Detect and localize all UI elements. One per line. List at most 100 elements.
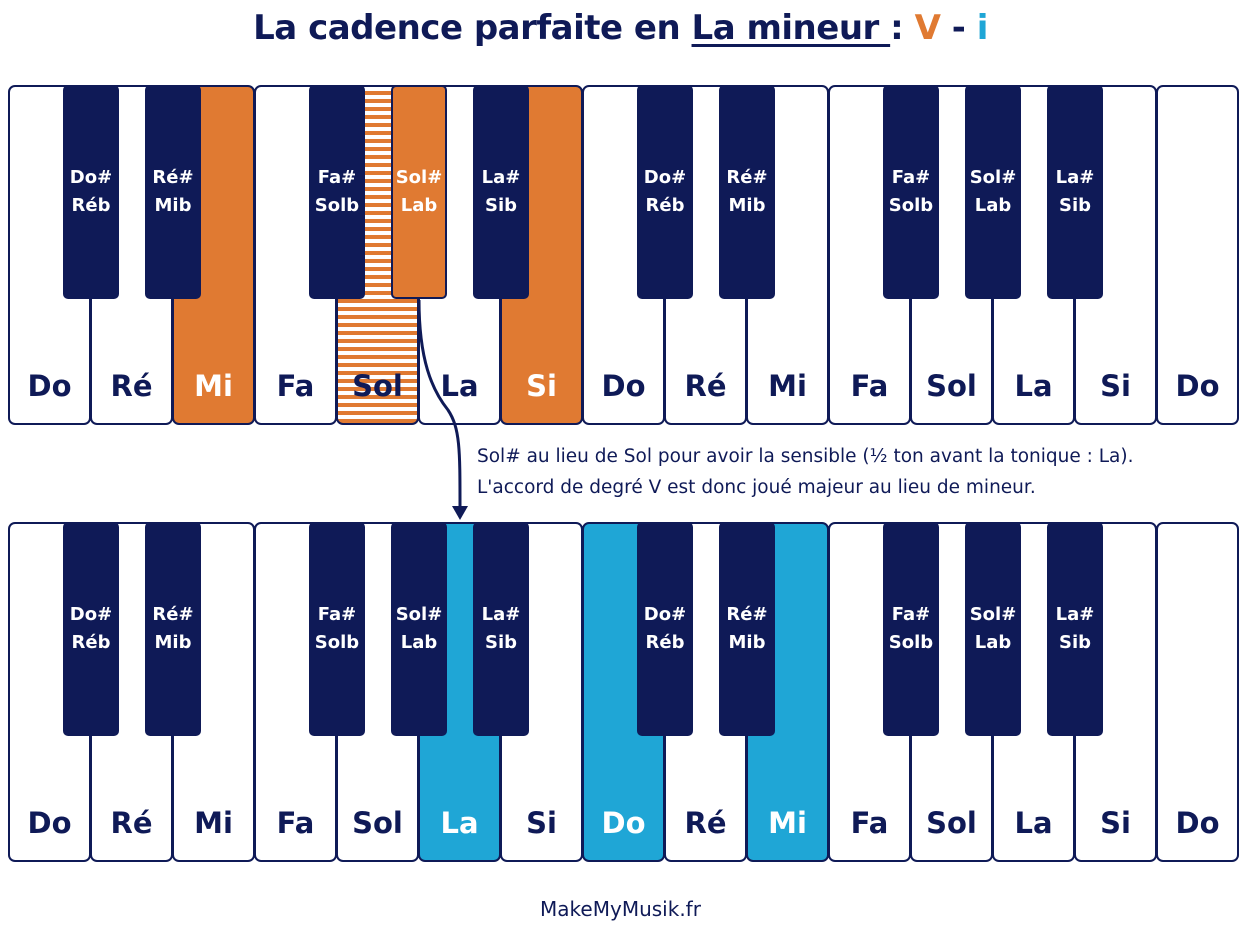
black-key[interactable]: Fa#Solb [883,522,939,736]
black-key-sharp-label: La# [481,604,521,625]
white-key-label: La [440,369,479,403]
black-key-flat-label: Mib [728,195,766,216]
black-key[interactable]: Ré# Mib [719,85,775,299]
black-key-flat-label: Sib [1058,195,1092,216]
white-key-label: Do [27,806,72,840]
white-key-label: Fa [276,369,315,403]
black-key-sharp-label: Fa# [317,604,357,625]
black-key[interactable]: Do# Réb [637,522,693,736]
white-key-label: Mi [768,806,807,840]
white-key-label: Do [27,369,72,403]
white-key-label: Ré [110,806,153,840]
black-key-sharp-label: Sol# [969,604,1017,625]
white-key[interactable]: Fa [254,522,337,862]
white-key-label: Sol [352,369,403,403]
black-key-flat-label: Sib [1058,632,1092,653]
black-key-sharp-label: La# [1055,167,1095,188]
black-key[interactable]: La# Sib [473,522,529,736]
white-key-label: Mi [768,369,807,403]
black-key-sharp-label: Ré# [726,604,768,625]
white-key-label: Fa [850,369,889,403]
black-key-flat-label: Sib [484,195,518,216]
title-dash: - [940,8,977,48]
white-key-label: Ré [684,369,727,403]
footer-credit: MakeMyMusik.fr [540,897,701,921]
annotation: Sol# au lieu de Sol pour avoir la sensib… [477,441,1133,503]
black-key-flat-label: Solb [314,632,360,653]
black-key-sharp-label: Ré# [152,167,194,188]
black-key-sharp-label: Sol# [395,604,443,625]
black-key[interactable]: Fa# Solb [309,85,365,299]
white-key-label: Mi [194,369,233,403]
black-key-sharp-label: La# [1055,604,1095,625]
white-key[interactable]: Do [1156,85,1239,425]
black-key-sharp-label: Fa# [317,167,357,188]
black-key[interactable]: Do# Réb [63,522,119,736]
black-key[interactable]: Ré# Mib [145,85,201,299]
black-key[interactable]: Sol# Lab [965,522,1021,736]
title-degree-i: i [976,8,989,48]
white-key-label: La [1014,806,1053,840]
white-key-label: Sol [926,806,977,840]
white-key-label: La [1014,369,1053,403]
black-key-flat-label: Réb [71,195,111,216]
white-key-label: Si [1100,806,1131,840]
white-key-label: Si [526,369,557,403]
black-key[interactable]: Sol# Lab [391,85,447,299]
title-prefix: La cadence parfaite en [253,8,692,48]
black-key[interactable]: Ré# Mib [145,522,201,736]
black-key[interactable]: Sol# Lab [965,85,1021,299]
black-key-sharp-label: La# [481,167,521,188]
white-key-label: Ré [684,806,727,840]
black-key-flat-label: Sib [484,632,518,653]
black-key-flat-label: Lab [400,195,438,216]
black-key[interactable]: Fa# Solb [883,85,939,299]
black-key-sharp-label: Ré# [152,604,194,625]
black-key[interactable]: Sol#Lab [391,522,447,736]
black-key[interactable]: La# Sib [1047,522,1103,736]
black-key-sharp-label: Do# [643,167,687,188]
black-key-sharp-label: Do# [643,604,687,625]
black-key[interactable]: Fa# Solb [309,522,365,736]
black-key[interactable]: Do# Réb [637,85,693,299]
black-key-flat-label: Mib [154,195,192,216]
black-key-flat-label: Mib [728,632,766,653]
white-key-label: Mi [194,806,233,840]
black-key[interactable]: Ré# Mib [719,522,775,736]
black-key-flat-label: Réb [645,195,685,216]
white-key-label: Fa [276,806,315,840]
white-key-label: Si [526,806,557,840]
black-key-sharp-label: Do# [69,604,113,625]
black-key-sharp-label: Sol# [395,167,443,188]
white-key-label: Sol [926,369,977,403]
annotation-line-2: L'accord de degré V est donc joué majeur… [477,477,1036,498]
white-key-label: Do [1175,806,1220,840]
annotation-line-1: Sol# au lieu de Sol pour avoir la sensib… [477,446,1134,467]
white-key-label: Sol [352,806,403,840]
white-key[interactable]: Do [1156,522,1239,862]
black-key-flat-label: Mib [154,632,192,653]
black-key-flat-label: Réb [71,632,111,653]
black-key-flat-label: Lab [974,632,1012,653]
black-key-flat-label: Solb [314,195,360,216]
white-key-label: Do [601,806,646,840]
black-key-flat-label: Solb [888,195,934,216]
title-degree-v: V [914,8,941,48]
black-key-sharp-label: Fa# [891,167,931,188]
white-key-label: Fa [850,806,889,840]
black-key-sharp-label: Ré# [726,167,768,188]
black-key[interactable]: Do#Réb [63,85,119,299]
black-key[interactable]: La# Sib [1047,85,1103,299]
title-key: La mineur [691,8,891,48]
black-key[interactable]: La# Sib [473,85,529,299]
white-key-label: Si [1100,369,1131,403]
black-key-sharp-label: Sol# [969,167,1017,188]
black-key-flat-label: Lab [974,195,1012,216]
title-colon: : [890,8,915,48]
white-key-label: Do [1175,369,1220,403]
white-key-label: Ré [110,369,153,403]
black-key-flat-label: Solb [888,632,934,653]
black-key-flat-label: Réb [645,632,685,653]
